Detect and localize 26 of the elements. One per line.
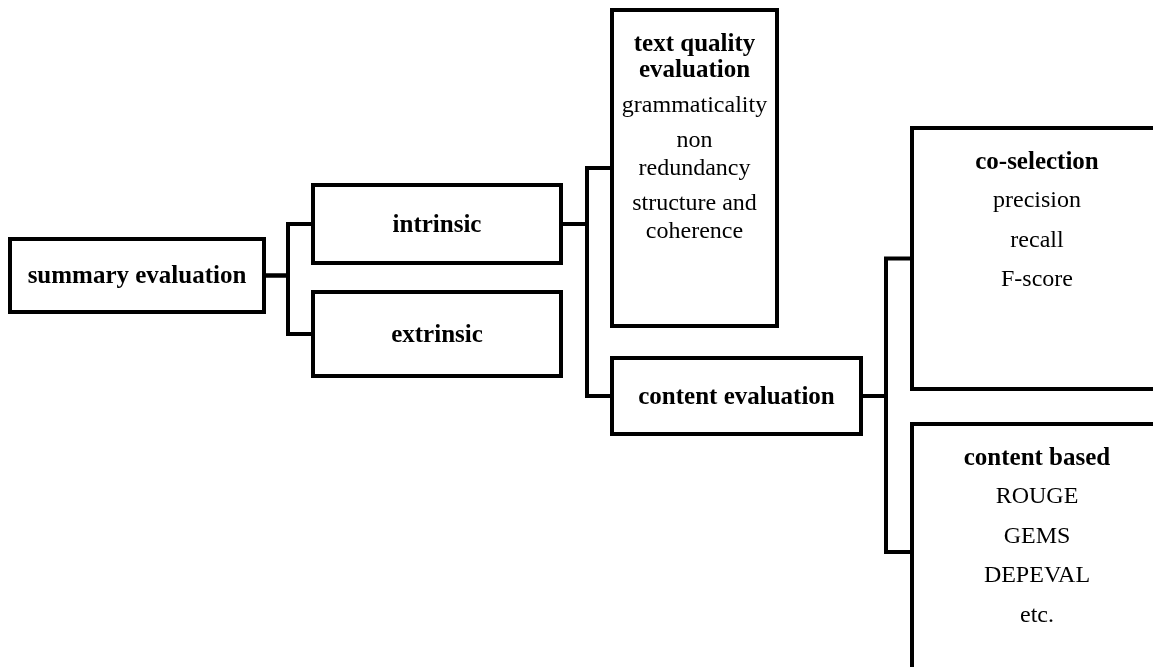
category-box xyxy=(8,237,266,314)
category-box xyxy=(910,126,1153,391)
metric-item: grammaticality xyxy=(621,90,768,119)
box-heading: summary evaluation xyxy=(27,262,247,289)
metric-item: GEMS xyxy=(1003,521,1071,550)
connector-line xyxy=(266,273,311,336)
box-heading: extrinsic xyxy=(391,320,483,348)
metric-item: non redundancy xyxy=(637,126,752,182)
metric-item: ROUGE xyxy=(995,482,1079,510)
box-heading: text quality evaluation xyxy=(632,30,757,83)
category-box xyxy=(311,290,563,378)
metric-item: DEPEVAL xyxy=(983,561,1091,590)
category-box xyxy=(610,8,779,328)
connector-line xyxy=(563,222,610,398)
metric-item: recall xyxy=(1010,225,1064,254)
metric-item: structure and coherence xyxy=(631,189,758,245)
category-box xyxy=(610,356,863,436)
metric-item: F-score xyxy=(1001,265,1073,294)
category-box xyxy=(311,183,563,265)
box-heading: content evaluation xyxy=(638,382,835,410)
metric-item: etc. xyxy=(1020,601,1054,629)
metric-item: precision xyxy=(993,186,1081,214)
box-heading: intrinsic xyxy=(392,210,482,238)
category-box xyxy=(910,422,1153,667)
box-heading: content based xyxy=(963,444,1111,471)
box-heading: co-selection xyxy=(975,148,1099,175)
